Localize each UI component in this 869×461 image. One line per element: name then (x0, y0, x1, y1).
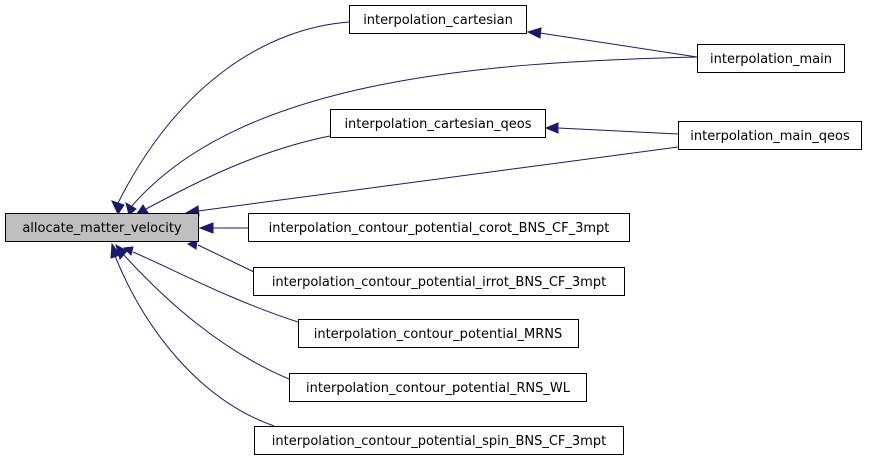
arrowhead (110, 242, 121, 259)
edge-interpolation-main-to-allocate-matter-velocity (125, 56, 698, 216)
node-interpolation-contour-potential-corot[interactable]: interpolation_contour_potential_corot_BN… (248, 213, 630, 242)
node-label: interpolation_contour_potential_corot_BN… (269, 221, 610, 236)
arrowhead (526, 27, 542, 39)
arrowhead (111, 200, 125, 216)
arrowhead (122, 246, 134, 256)
node-label: interpolation_contour_potential_RNS_WL (306, 381, 571, 396)
edge-line (130, 56, 698, 208)
node-label: interpolation_contour_potential_irrot_BN… (272, 275, 606, 290)
arrowhead (198, 222, 214, 234)
edge-line (197, 244, 255, 273)
edge-line (132, 251, 299, 323)
edge-interpolation-main-to-interpolation-cartesian (526, 27, 698, 58)
node-label: interpolation_contour_potential_spin_BNS… (272, 434, 606, 449)
arrowhead (125, 201, 137, 216)
edge-interpolation-cartesian-to-allocate-matter-velocity (111, 21, 350, 216)
edge-line (122, 253, 290, 380)
edge-line (557, 127, 679, 135)
edge-spin-to-allocate-matter-velocity (110, 242, 275, 427)
node-interpolation-contour-potential-rns-wl[interactable]: interpolation_contour_potential_RNS_WL (289, 373, 587, 402)
node-interpolation-cartesian-qeos[interactable]: interpolation_cartesian_qeos (330, 109, 546, 138)
edge-interpolation-cartesian-qeos-to-allocate-matter-velocity (134, 135, 331, 216)
edge-mrns-to-allocate-matter-velocity (122, 246, 299, 323)
node-label: interpolation_main (710, 52, 832, 67)
node-label: allocate_matter_velocity (22, 221, 182, 236)
edge-irrot-to-allocate-matter-velocity (186, 239, 255, 273)
edge-rns-wl-to-allocate-matter-velocity (115, 243, 290, 380)
edge-corot-to-allocate-matter-velocity (198, 222, 248, 234)
edge-line (145, 135, 331, 210)
node-interpolation-contour-potential-irrot[interactable]: interpolation_contour_potential_irrot_BN… (253, 267, 625, 296)
edge-line (539, 32, 698, 58)
node-interpolation-main[interactable]: interpolation_main (697, 44, 845, 73)
edge-interpolation-main-qeos-to-allocate-matter-velocity (184, 146, 679, 217)
node-interpolation-contour-potential-mrns[interactable]: interpolation_contour_potential_MRNS (298, 319, 579, 348)
arrowhead (544, 122, 559, 134)
edge-interpolation-main-qeos-to-interpolation-cartesian-qeos (544, 122, 679, 135)
node-label: interpolation_main_qeos (690, 129, 850, 144)
node-interpolation-contour-potential-spin[interactable]: interpolation_contour_potential_spin_BNS… (254, 426, 624, 455)
edge-line (117, 21, 350, 204)
edge-line (114, 255, 275, 427)
node-label: interpolation_cartesian (363, 13, 513, 28)
node-interpolation-cartesian[interactable]: interpolation_cartesian (349, 5, 527, 34)
node-interpolation-main-qeos[interactable]: interpolation_main_qeos (678, 121, 862, 150)
node-allocate-matter-velocity[interactable]: allocate_matter_velocity (5, 213, 199, 242)
node-label: interpolation_contour_potential_MRNS (314, 327, 563, 342)
node-label: interpolation_cartesian_qeos (344, 117, 531, 132)
edge-line (197, 146, 679, 212)
node-layer: allocate_matter_velocity interpolation_c… (5, 5, 862, 455)
